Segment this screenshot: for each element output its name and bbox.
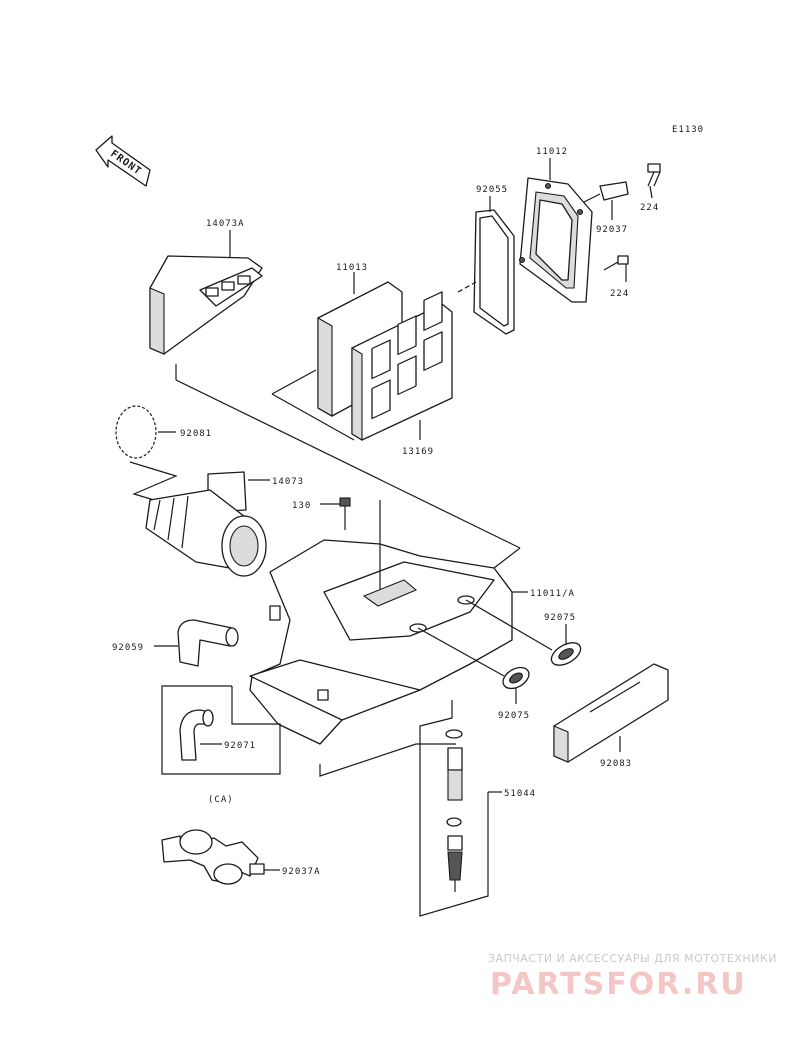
label-224-upper: 224 xyxy=(640,203,659,213)
label-11011A: 11011/A xyxy=(530,589,575,599)
part-92075-grommet-right xyxy=(550,642,582,666)
part-92037-clamp xyxy=(583,181,629,203)
part-92075-grommet-lower xyxy=(502,666,530,690)
part-224-bolt-upper xyxy=(647,163,661,187)
label-92075-right: 92075 xyxy=(544,613,576,623)
part-92059-hose xyxy=(177,619,239,667)
part-92037A-clamp xyxy=(161,829,265,885)
label-11013: 11013 xyxy=(336,263,368,273)
part-51044-drain xyxy=(445,729,463,892)
watermark-brand: PARTSFOR.RU xyxy=(490,967,747,1002)
label-14073A: 14073A xyxy=(206,219,245,229)
part-92081-spring xyxy=(115,405,157,459)
label-11012: 11012 xyxy=(536,147,568,157)
part-224-bolt-lower xyxy=(603,255,629,271)
part-11012-cover xyxy=(518,177,593,303)
part-92055-gasket xyxy=(473,209,515,335)
part-130-bolt xyxy=(339,497,351,530)
part-92071-elbow xyxy=(179,709,214,761)
drain-inset-frame xyxy=(419,700,489,917)
label-14073: 14073 xyxy=(272,477,304,487)
part-14073-inlet-duct xyxy=(145,471,267,577)
label-92075-lower: 92075 xyxy=(498,711,530,721)
label-224-lower: 224 xyxy=(610,289,629,299)
part-11011A-air-box xyxy=(249,539,513,745)
label-92037A: 92037A xyxy=(282,867,321,877)
front-arrow-icon: FRONT xyxy=(95,135,151,187)
part-92083-plate xyxy=(553,663,669,763)
label-13169: 13169 xyxy=(402,447,434,457)
label-92083: 92083 xyxy=(600,759,632,769)
label-130: 130 xyxy=(292,501,311,511)
ca-inset-frame xyxy=(161,685,281,775)
part-13169-filter-holder xyxy=(351,291,453,441)
part-14073A-duct xyxy=(149,255,263,355)
label-92081: 92081 xyxy=(180,429,212,439)
label-92037: 92037 xyxy=(596,225,628,235)
diagram-code: E1130 xyxy=(672,125,704,135)
label-92071: 92071 xyxy=(224,741,256,751)
label-92055: 92055 xyxy=(476,185,508,195)
watermark-tagline: ЗАПЧАСТИ И АКСЕССУАРЫ ДЛЯ МОТОТЕХНИКИ xyxy=(488,952,777,965)
label-92059: 92059 xyxy=(112,643,144,653)
label-51044: 51044 xyxy=(504,789,536,799)
label-ca: (CA) xyxy=(208,795,234,805)
